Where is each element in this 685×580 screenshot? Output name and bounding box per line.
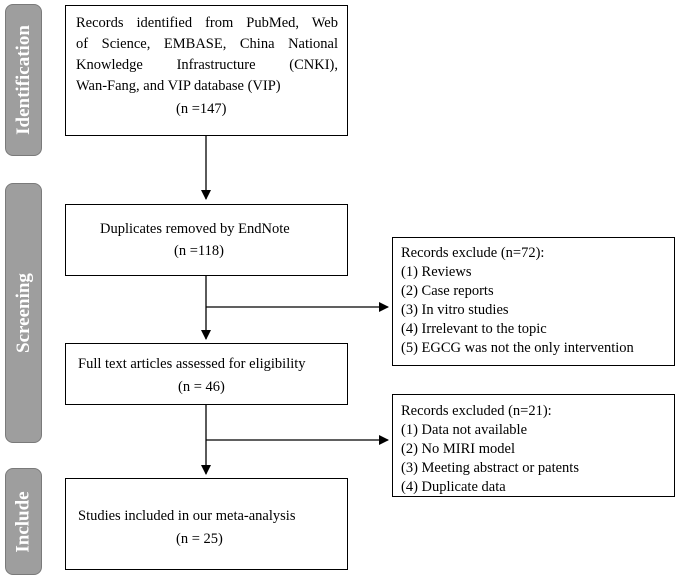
exclude-2-item: (1) Data not available xyxy=(401,422,528,438)
identified-line-2: of Science, EMBASE, China National xyxy=(76,36,338,52)
exclude-1-item: (2) Case reports xyxy=(401,283,494,299)
box-studies-included: Studies included in our meta-analysis (n… xyxy=(65,478,348,570)
fulltext-count: (n = 46) xyxy=(178,379,225,395)
fulltext-text: Full text articles assessed for eligibil… xyxy=(78,356,306,372)
box-full-text-articles: Full text articles assessed for eligibil… xyxy=(65,343,348,405)
duplicates-text: Duplicates removed by EndNote xyxy=(100,221,290,237)
included-text: Studies included in our meta-analysis xyxy=(78,508,296,524)
exclude-1-title: Records exclude (n=72): xyxy=(401,245,545,261)
exclude-2-item: (2) No MIRI model xyxy=(401,441,515,457)
exclude-1-item: (1) Reviews xyxy=(401,264,472,280)
box-records-exclude-2: Records excluded (n=21): (1) Data not av… xyxy=(392,394,675,497)
exclude-1-item: (4) Irrelevant to the topic xyxy=(401,321,547,337)
identified-count: (n =147) xyxy=(176,101,227,117)
exclude-1-item: (3) In vitro studies xyxy=(401,302,509,318)
box-records-identified: Records identified from PubMed, Web of S… xyxy=(65,5,348,136)
box-records-exclude-1: Records exclude (n=72): (1) Reviews (2) … xyxy=(392,237,675,366)
phase-identification: Identification xyxy=(5,4,42,156)
identified-line-1: Records identified from PubMed, Web xyxy=(76,15,338,31)
identified-line-3: Knowledge Infrastructure (CNKI), xyxy=(76,57,338,73)
phase-screening: Screening xyxy=(5,183,42,443)
box-duplicates-removed: Duplicates removed by EndNote (n =118) xyxy=(65,204,348,276)
exclude-2-title: Records excluded (n=21): xyxy=(401,403,552,419)
identified-line-4: Wan-Fang, and VIP database (VIP) xyxy=(76,78,281,94)
duplicates-count: (n =118) xyxy=(174,243,224,259)
phase-include: Include xyxy=(5,468,42,575)
included-count: (n = 25) xyxy=(176,531,223,547)
exclude-1-item: (5) EGCG was not the only intervention xyxy=(401,340,634,356)
exclude-2-item: (3) Meeting abstract or patents xyxy=(401,460,579,476)
exclude-2-item: (4) Duplicate data xyxy=(401,479,506,495)
